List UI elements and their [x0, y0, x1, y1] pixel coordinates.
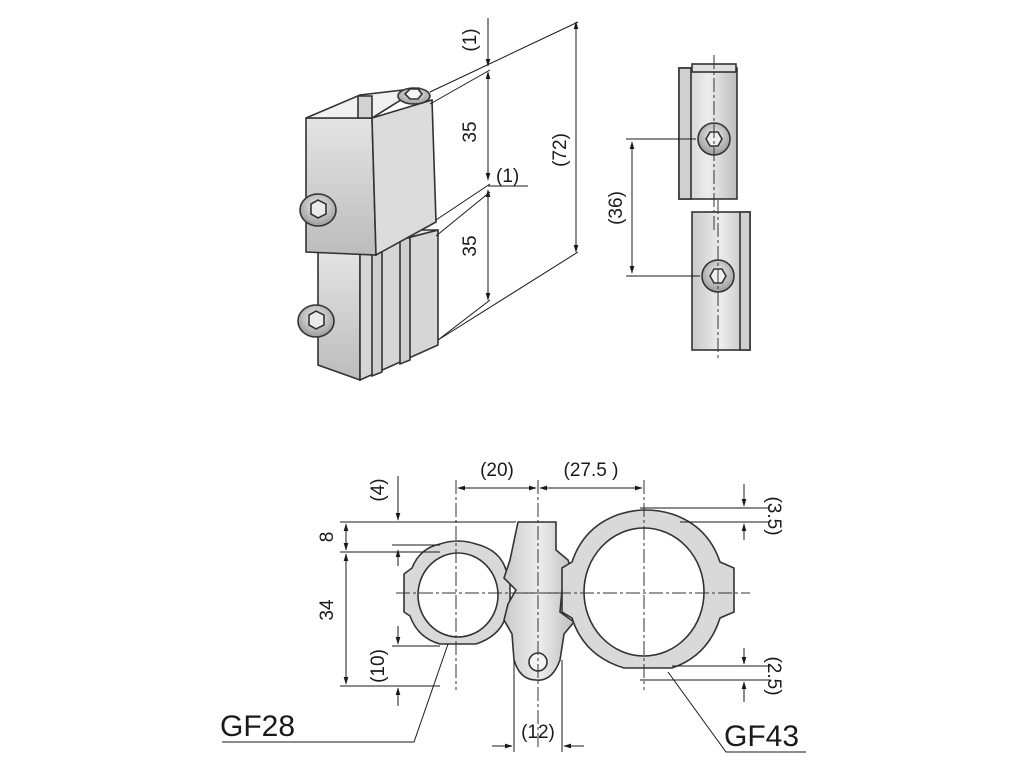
dim-clamp-width: (12) — [521, 722, 555, 743]
dim-top-height: 8 — [317, 532, 338, 543]
dim-right-offset: (27.5 ) — [564, 460, 619, 481]
dim-pitch: (36) — [606, 191, 627, 225]
pipe-gf43 — [561, 509, 735, 669]
dim-left-offset: (20) — [480, 460, 514, 481]
dim-right-bottom: (2.5) — [763, 656, 784, 695]
dim-lip-height: (4) — [368, 478, 389, 501]
clamp-body — [503, 521, 576, 681]
label-gf43: GF43 — [724, 720, 799, 753]
section-view: (20) (27.5 ) (4) 8 34 (10) (3.5) (2.5) — [220, 460, 806, 753]
pipe-gf28 — [403, 540, 511, 645]
dim-right-lip: (3.5) — [763, 496, 784, 535]
dim-top-gap: (1) — [460, 28, 481, 51]
label-gf28: GF28 — [220, 710, 295, 743]
dim-lower-height: 35 — [460, 235, 481, 256]
dim-overall-height: (72) — [550, 133, 571, 167]
isometric-view: (1) 35 (1) 35 (72) — [297, 18, 579, 382]
dim-middle-gap: (1) — [496, 166, 519, 187]
dim-body-height: 34 — [317, 599, 338, 621]
dim-lower-offset: (10) — [368, 649, 389, 683]
side-view: (36) — [606, 55, 751, 360]
dim-upper-height: 35 — [460, 121, 481, 142]
